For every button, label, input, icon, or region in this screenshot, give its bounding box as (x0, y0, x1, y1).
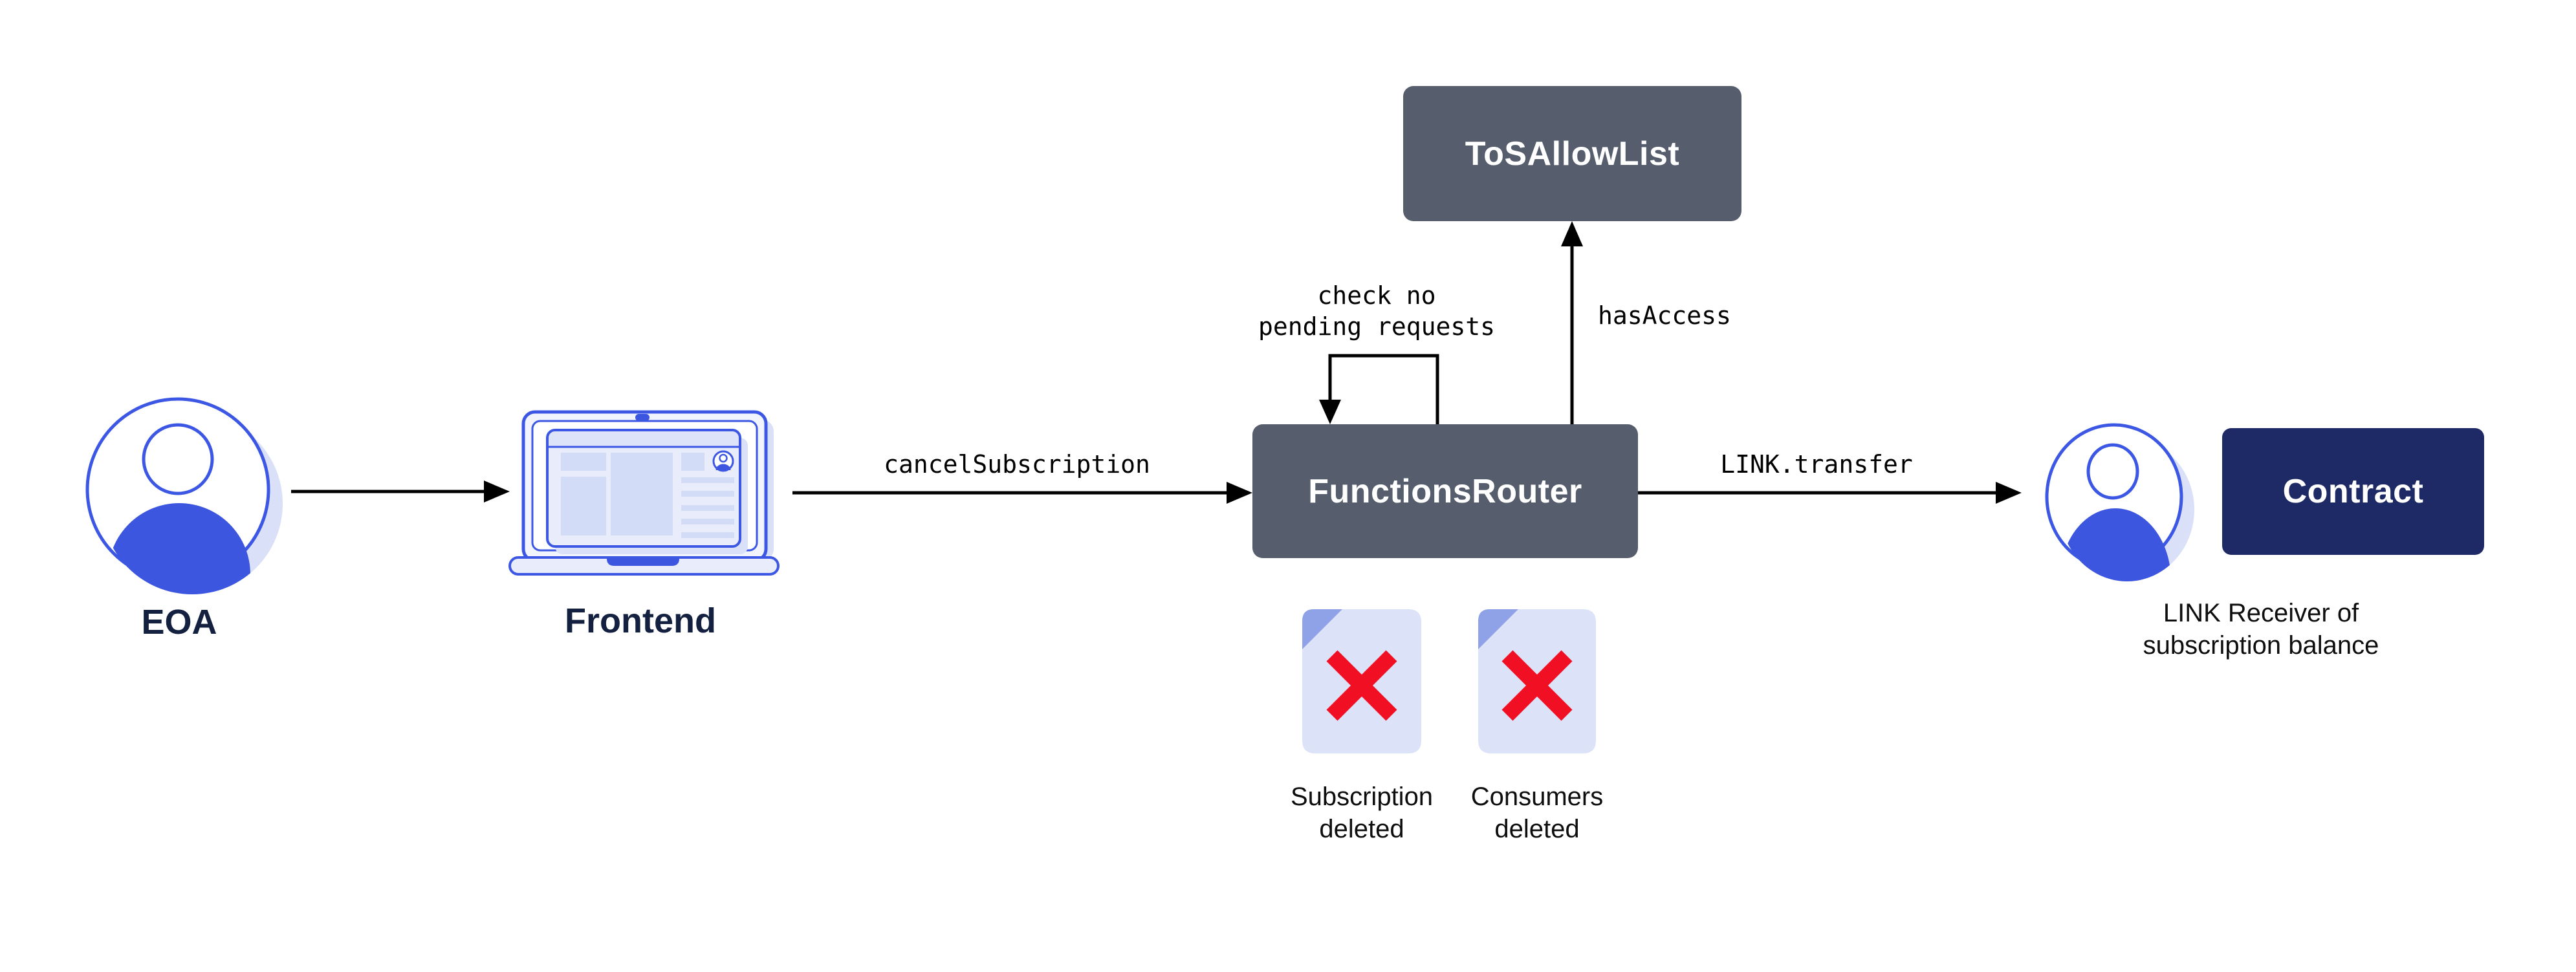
red-x-icon (1326, 650, 1397, 721)
arrow-router-to-receiver (1638, 482, 2022, 504)
red-x-icon (1501, 650, 1573, 721)
edge-label-has-access: hasAccess (1598, 301, 1731, 330)
node-tos-allow-list: ToSAllowList (1403, 86, 1741, 221)
consumers-deleted-doc-icon (1478, 609, 1596, 753)
arrow-router-to-tos (1561, 221, 1583, 424)
subscription-deleted-doc-icon (1302, 609, 1421, 753)
browser-right-block (681, 453, 704, 471)
node-label: Contract (2282, 473, 2424, 510)
browser-header (547, 430, 740, 447)
node-functions-router: FunctionsRouter (1252, 424, 1638, 558)
browser-sidebar-block (561, 477, 606, 535)
browser-text-line (681, 532, 734, 538)
edge-label-cancel-subscription: cancelSubscription (884, 450, 1150, 479)
arrow-eoa-to-frontend (291, 481, 510, 502)
document-fold (1478, 609, 1518, 649)
node-label: FunctionsRouter (1308, 472, 1582, 510)
edge-label-check-pending: check no pending requests (1258, 281, 1496, 341)
receiver-caption: LINK Receiver of subscription balance (2143, 599, 2379, 660)
browser-content-block (611, 453, 673, 535)
document-fold (1302, 609, 1342, 649)
laptop-camera (635, 414, 649, 421)
laptop-base-notch (607, 557, 679, 566)
node-contract: Contract (2222, 428, 2484, 555)
eoa-avatar-icon (85, 397, 283, 594)
avatar-body (108, 503, 250, 594)
laptop-icon (508, 410, 780, 576)
browser-sidebar-block (561, 453, 606, 471)
eoa-label: EOA (141, 603, 217, 642)
arrow-frontend-to-router (792, 482, 1252, 504)
edge-label-link-transfer: LINK.transfer (1720, 450, 1913, 479)
node-label: ToSAllowList (1465, 135, 1680, 173)
browser-text-line (681, 519, 734, 524)
browser-text-line (681, 505, 734, 511)
browser-text-line (681, 491, 734, 497)
subscription-deleted-caption: Subscription deleted (1290, 783, 1434, 843)
arrow-router-self-loop (1319, 354, 1439, 424)
consumers-deleted-caption: Consumers deleted (1470, 783, 1604, 843)
browser-text-line (681, 477, 734, 483)
frontend-label: Frontend (565, 601, 716, 640)
